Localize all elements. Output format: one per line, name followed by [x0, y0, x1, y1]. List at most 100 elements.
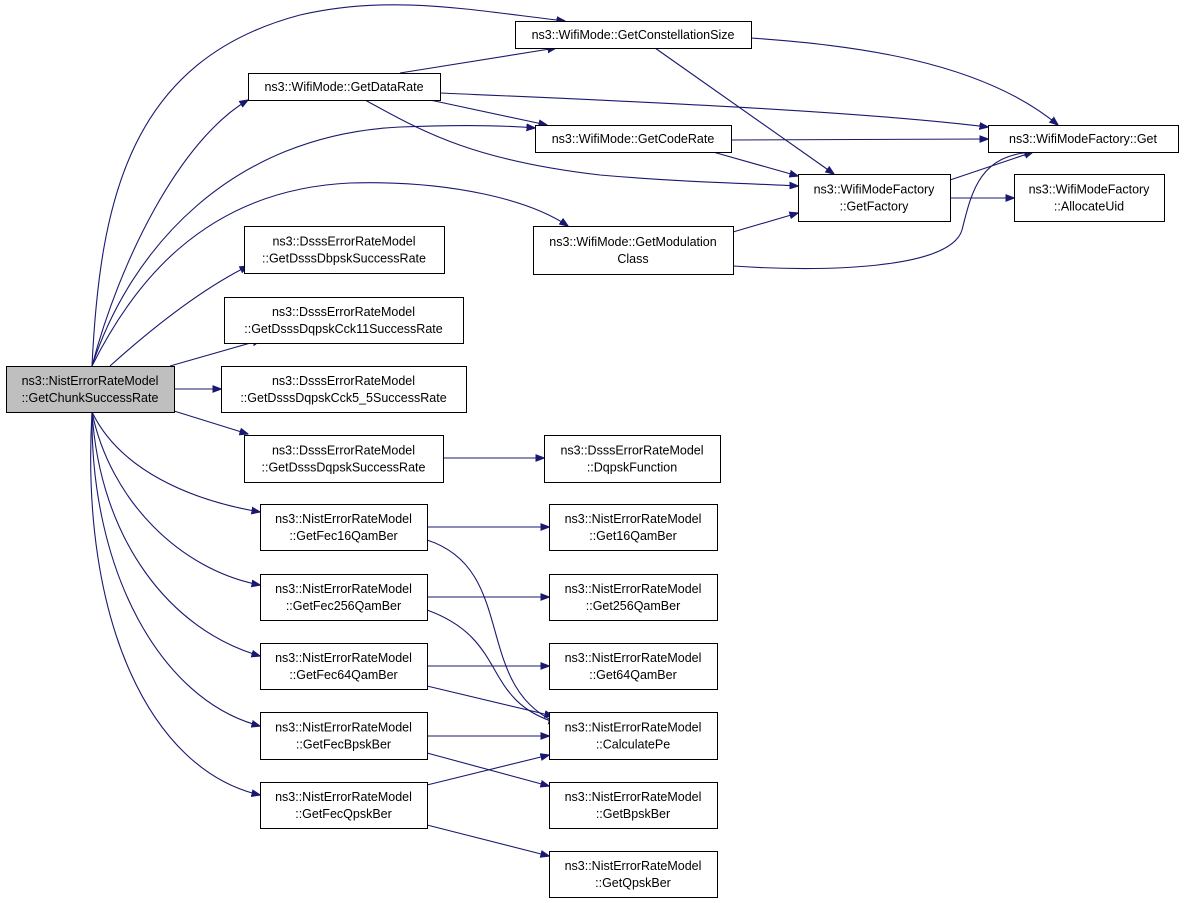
node-allocateUid[interactable]: ns3::WifiModeFactory::AllocateUid	[1014, 174, 1165, 222]
node-box	[549, 643, 718, 690]
node-label: ::GetDsssDbpskSuccessRate	[262, 252, 426, 266]
node-label: ns3::NistErrorRateModel	[275, 512, 412, 526]
node-box	[549, 574, 718, 621]
node-label: ns3::NistErrorRateModel	[565, 582, 702, 596]
node-calcPe[interactable]: ns3::NistErrorRateModel::CalculatePe	[549, 712, 718, 760]
node-label: ns3::NistErrorRateModel	[565, 721, 702, 735]
node-label: ::Get64QamBer	[589, 668, 677, 682]
edge-root-to-fec16	[91, 411, 260, 512]
node-label: ns3::DsssErrorRateModel	[560, 444, 703, 458]
node-dqpskFunction[interactable]: ns3::DsssErrorRateModel::DqpskFunction	[544, 435, 721, 483]
node-label: ns3::NistErrorRateModel	[22, 374, 159, 388]
edge-root-to-getModulationClass	[91, 182, 568, 367]
edge-root-to-fec64	[91, 411, 260, 656]
node-label: ns3::WifiMode::GetCodeRate	[552, 132, 715, 146]
node-box	[260, 643, 428, 690]
node-box	[549, 504, 718, 551]
node-label: ::Get256QamBer	[586, 599, 681, 613]
node-box	[988, 125, 1179, 153]
edge-getModulationClass-to-factoryGet	[732, 152, 1033, 270]
node-cck11[interactable]: ns3::DsssErrorRateModel::GetDsssDqpskCck…	[224, 297, 464, 344]
node-label: ns3::DsssErrorRateModel	[272, 374, 415, 388]
node-box	[221, 366, 467, 413]
node-cck55[interactable]: ns3::DsssErrorRateModel::GetDsssDqpskCck…	[221, 366, 467, 413]
node-box	[224, 297, 464, 344]
node-label: ns3::WifiMode::GetConstellationSize	[532, 28, 735, 42]
nodes-layer: ns3::NistErrorRateModel::GetChunkSuccess…	[6, 21, 1179, 898]
node-box	[1014, 174, 1165, 222]
node-label: ::GetFec64QamBer	[289, 668, 397, 682]
edge-getCodeRate-to-factoryGet	[730, 139, 988, 140]
edge-getDataRate-to-getConstellationSize	[399, 48, 556, 74]
node-label: ns3::WifiModeFactory::Get	[1009, 132, 1157, 146]
edge-getConstellationSize-to-factoryGet	[750, 37, 1058, 125]
node-label: ns3::WifiModeFactory	[814, 183, 936, 197]
node-getDataRate[interactable]: ns3::WifiMode::GetDataRate	[248, 73, 441, 101]
node-label: ns3::NistErrorRateModel	[565, 512, 702, 526]
edge-getConstellationSize-to-getFactory	[654, 47, 834, 174]
edge-root-to-dqpsk	[173, 410, 248, 434]
node-label: ns3::NistErrorRateModel	[565, 651, 702, 665]
node-label: ::AllocateUid	[1054, 200, 1124, 214]
node-label: ::GetChunkSuccessRate	[22, 391, 159, 405]
node-label: ns3::NistErrorRateModel	[565, 790, 702, 804]
node-get64[interactable]: ns3::NistErrorRateModel::Get64QamBer	[549, 643, 718, 690]
node-label: ns3::WifiMode::GetDataRate	[264, 80, 423, 94]
node-fecBpsk[interactable]: ns3::NistErrorRateModel::GetFecBpskBer	[260, 712, 428, 760]
node-box	[244, 435, 444, 483]
node-label: ns3::NistErrorRateModel	[275, 721, 412, 735]
edge-fec256-to-calcPe	[426, 609, 557, 723]
node-getCodeRate[interactable]: ns3::WifiMode::GetCodeRate	[535, 125, 732, 153]
edge-getDataRate-to-getFactory	[364, 99, 798, 186]
node-fec16[interactable]: ns3::NistErrorRateModel::GetFec16QamBer	[260, 504, 428, 551]
edge-root-to-dbpsk	[109, 266, 248, 367]
node-box	[260, 782, 428, 829]
node-getQpsk[interactable]: ns3::NistErrorRateModel::GetQpskBer	[549, 851, 718, 898]
node-label: ::GetFecQpskBer	[295, 807, 392, 821]
node-label: ::GetBpskBer	[596, 807, 670, 821]
edge-root-to-getDataRate	[91, 100, 248, 367]
node-label: ::Get16QamBer	[589, 529, 677, 543]
edges-layer	[90, 4, 1058, 856]
node-label: ns3::NistErrorRateModel	[275, 790, 412, 804]
node-box	[260, 504, 428, 551]
node-get16[interactable]: ns3::NistErrorRateModel::Get16QamBer	[549, 504, 718, 551]
node-label: ns3::WifiMode::GetModulation	[549, 235, 716, 249]
edge-root-to-fecBpsk	[91, 411, 260, 726]
node-box	[535, 125, 732, 153]
edge-root-to-fecQpsk	[90, 411, 260, 795]
edge-fecQpsk-to-calcPe	[426, 755, 549, 786]
node-label: ns3::DsssErrorRateModel	[272, 444, 415, 458]
node-fecQpsk[interactable]: ns3::NistErrorRateModel::GetFecQpskBer	[260, 782, 428, 829]
node-getConstellationSize[interactable]: ns3::WifiMode::GetConstellationSize	[515, 21, 752, 49]
edge-root-to-cck11	[169, 340, 261, 367]
node-factoryGet[interactable]: ns3::WifiModeFactory::Get	[988, 125, 1179, 153]
node-fec256[interactable]: ns3::NistErrorRateModel::GetFec256QamBer	[260, 574, 428, 621]
node-box	[544, 435, 721, 483]
node-label: ::GetQpskBer	[595, 876, 671, 890]
node-label: ::GetFactory	[840, 200, 910, 214]
node-label: ns3::NistErrorRateModel	[565, 859, 702, 873]
node-box	[515, 21, 752, 49]
node-label: ns3::DsssErrorRateModel	[272, 305, 415, 319]
edge-fec64-to-calcPe	[426, 685, 553, 716]
edge-getDataRate-to-getCodeRate	[429, 99, 547, 125]
edge-getDataRate-to-factoryGet	[439, 92, 988, 127]
node-getFactory[interactable]: ns3::WifiModeFactory::GetFactory	[798, 174, 951, 222]
node-box	[533, 226, 734, 275]
node-label: ns3::NistErrorRateModel	[275, 582, 412, 596]
node-box	[6, 366, 175, 413]
node-fec64[interactable]: ns3::NistErrorRateModel::GetFec64QamBer	[260, 643, 428, 690]
node-root[interactable]: ns3::NistErrorRateModel::GetChunkSuccess…	[6, 366, 175, 413]
node-label: ::GetDsssDqpskCck5_5SuccessRate	[240, 391, 446, 405]
node-get256[interactable]: ns3::NistErrorRateModel::Get256QamBer	[549, 574, 718, 621]
edge-root-to-fec256	[91, 411, 260, 585]
node-dqpsk[interactable]: ns3::DsssErrorRateModel::GetDsssDqpskSuc…	[244, 435, 444, 483]
node-getBpsk[interactable]: ns3::NistErrorRateModel::GetBpskBer	[549, 782, 718, 829]
node-label: ::GetDsssDqpskSuccessRate	[262, 461, 426, 475]
node-label: ns3::NistErrorRateModel	[275, 651, 412, 665]
node-label: Class	[617, 252, 648, 266]
node-dbpsk[interactable]: ns3::DsssErrorRateModel::GetDsssDbpskSuc…	[244, 226, 445, 274]
